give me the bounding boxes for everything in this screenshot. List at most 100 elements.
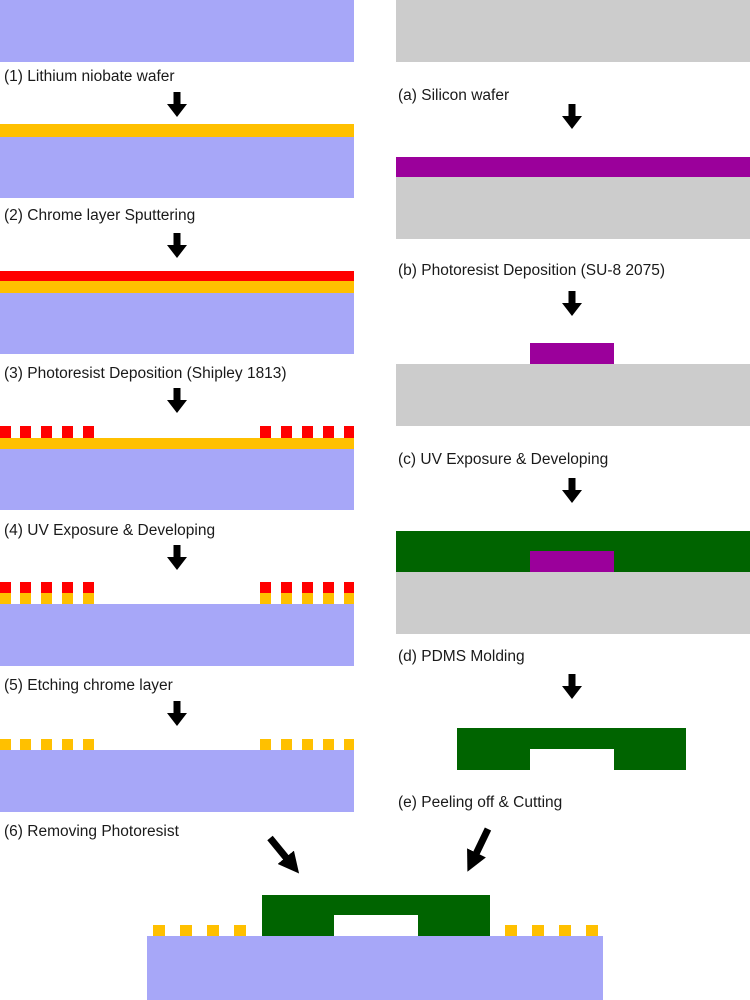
right-step-e-label: (e) Peeling off & Cutting xyxy=(398,794,562,811)
chrome-pad xyxy=(234,925,246,936)
photoresist-pad xyxy=(83,582,94,593)
photoresist-pad xyxy=(62,426,73,438)
left-step6-stack xyxy=(0,739,354,812)
chrome-pad xyxy=(83,593,94,604)
chrome-pad xyxy=(20,739,31,750)
left-step1-stack xyxy=(0,0,354,62)
silicon-wafer-c xyxy=(396,364,750,426)
photoresist-layer-3 xyxy=(0,271,354,281)
ln-wafer-3 xyxy=(0,293,354,354)
chrome-pad xyxy=(260,739,271,750)
arrow-shaft xyxy=(568,674,576,687)
down-arrow-l1 xyxy=(167,92,187,117)
chrome-pad xyxy=(559,925,571,936)
chrome-pads-final-left xyxy=(153,925,246,936)
su8-feature-d xyxy=(530,551,614,572)
chrome-pad xyxy=(344,739,354,750)
chrome-pad xyxy=(323,593,334,604)
ln-wafer-5 xyxy=(0,604,354,666)
right-step-c-label: (c) UV Exposure & Developing xyxy=(398,451,608,468)
photoresist-pad xyxy=(41,582,52,593)
photoresist-pad xyxy=(260,426,271,438)
chrome-pad xyxy=(180,925,192,936)
chrome-pad xyxy=(20,593,31,604)
pdms-channel-e xyxy=(457,728,686,770)
diagonal-arrow-right xyxy=(467,827,492,872)
down-arrow-l3 xyxy=(167,388,187,413)
photoresist-pad xyxy=(62,582,73,593)
chrome-pad xyxy=(0,739,11,750)
chrome-pad xyxy=(83,739,94,750)
photoresist-pad xyxy=(83,426,94,438)
ln-wafer-6 xyxy=(0,750,354,812)
silicon-wafer-b xyxy=(396,177,750,239)
down-arrow-l5 xyxy=(167,701,187,726)
diagonal-arrow-left xyxy=(267,835,300,874)
left-step5-stack xyxy=(0,582,354,666)
chrome-pad xyxy=(586,925,598,936)
left-step2-label: (2) Chrome layer Sputtering xyxy=(4,207,195,224)
photoresist-pad xyxy=(302,582,313,593)
arrow-shaft xyxy=(568,291,576,304)
arrow-head xyxy=(562,116,582,129)
chrome-pad xyxy=(260,593,271,604)
chrome-layer-2 xyxy=(0,124,354,137)
photoresist-pad xyxy=(20,582,31,593)
photoresist-pad xyxy=(260,582,271,593)
arrow-head xyxy=(167,104,187,117)
photoresist-pad xyxy=(281,426,292,438)
pdms-channel-final xyxy=(262,895,490,936)
silicon-wafer-d xyxy=(396,572,750,634)
chrome-pad xyxy=(344,593,354,604)
chrome-layer-3 xyxy=(0,281,354,293)
photoresist-pads-5 xyxy=(0,582,354,593)
silicon-wafer-a xyxy=(396,0,750,62)
down-arrow-rd xyxy=(562,674,582,699)
arrow-head xyxy=(167,245,187,258)
down-arrow-l4 xyxy=(167,545,187,570)
arrow-head xyxy=(562,303,582,316)
arrow-shaft xyxy=(173,545,181,558)
down-arrow-rb xyxy=(562,291,582,316)
chrome-pad xyxy=(153,925,165,936)
final-device xyxy=(147,895,603,1000)
chrome-pad xyxy=(302,739,313,750)
chrome-pads-5 xyxy=(0,593,354,604)
left-step2-stack xyxy=(0,124,354,198)
arrow-shaft xyxy=(173,233,181,246)
ln-wafer-final xyxy=(147,936,603,1000)
right-step-d-label: (d) PDMS Molding xyxy=(398,648,525,665)
chrome-pads-final-right xyxy=(505,925,598,936)
ln-wafer-4 xyxy=(0,449,354,510)
photoresist-pad xyxy=(344,582,354,593)
ln-wafer-2 xyxy=(0,137,354,198)
photoresist-pad xyxy=(41,426,52,438)
photoresist-pad xyxy=(0,582,11,593)
chrome-pad xyxy=(302,593,313,604)
ln-wafer-1 xyxy=(0,0,354,62)
chrome-pad xyxy=(505,925,517,936)
chrome-pad xyxy=(62,739,73,750)
chrome-pad xyxy=(281,593,292,604)
left-step4-stack xyxy=(0,426,354,510)
arrow-shaft xyxy=(173,701,181,714)
arrow-head xyxy=(167,557,187,570)
left-step4-label: (4) UV Exposure & Developing xyxy=(4,522,215,539)
chrome-pad xyxy=(532,925,544,936)
arrow-shaft xyxy=(173,388,181,401)
chrome-pad xyxy=(62,593,73,604)
down-arrow-rc xyxy=(562,478,582,503)
chrome-pad xyxy=(323,739,334,750)
arrow-shaft xyxy=(568,104,576,117)
arrow-head xyxy=(562,490,582,503)
down-arrow-ra xyxy=(562,104,582,129)
photoresist-pad xyxy=(323,426,334,438)
chrome-layer-4 xyxy=(0,438,354,449)
chrome-pad xyxy=(41,739,52,750)
photoresist-pad xyxy=(344,426,354,438)
photoresist-pad xyxy=(323,582,334,593)
photoresist-pad xyxy=(0,426,11,438)
chrome-pad xyxy=(0,593,11,604)
left-step5-label: (5) Etching chrome layer xyxy=(4,677,173,694)
